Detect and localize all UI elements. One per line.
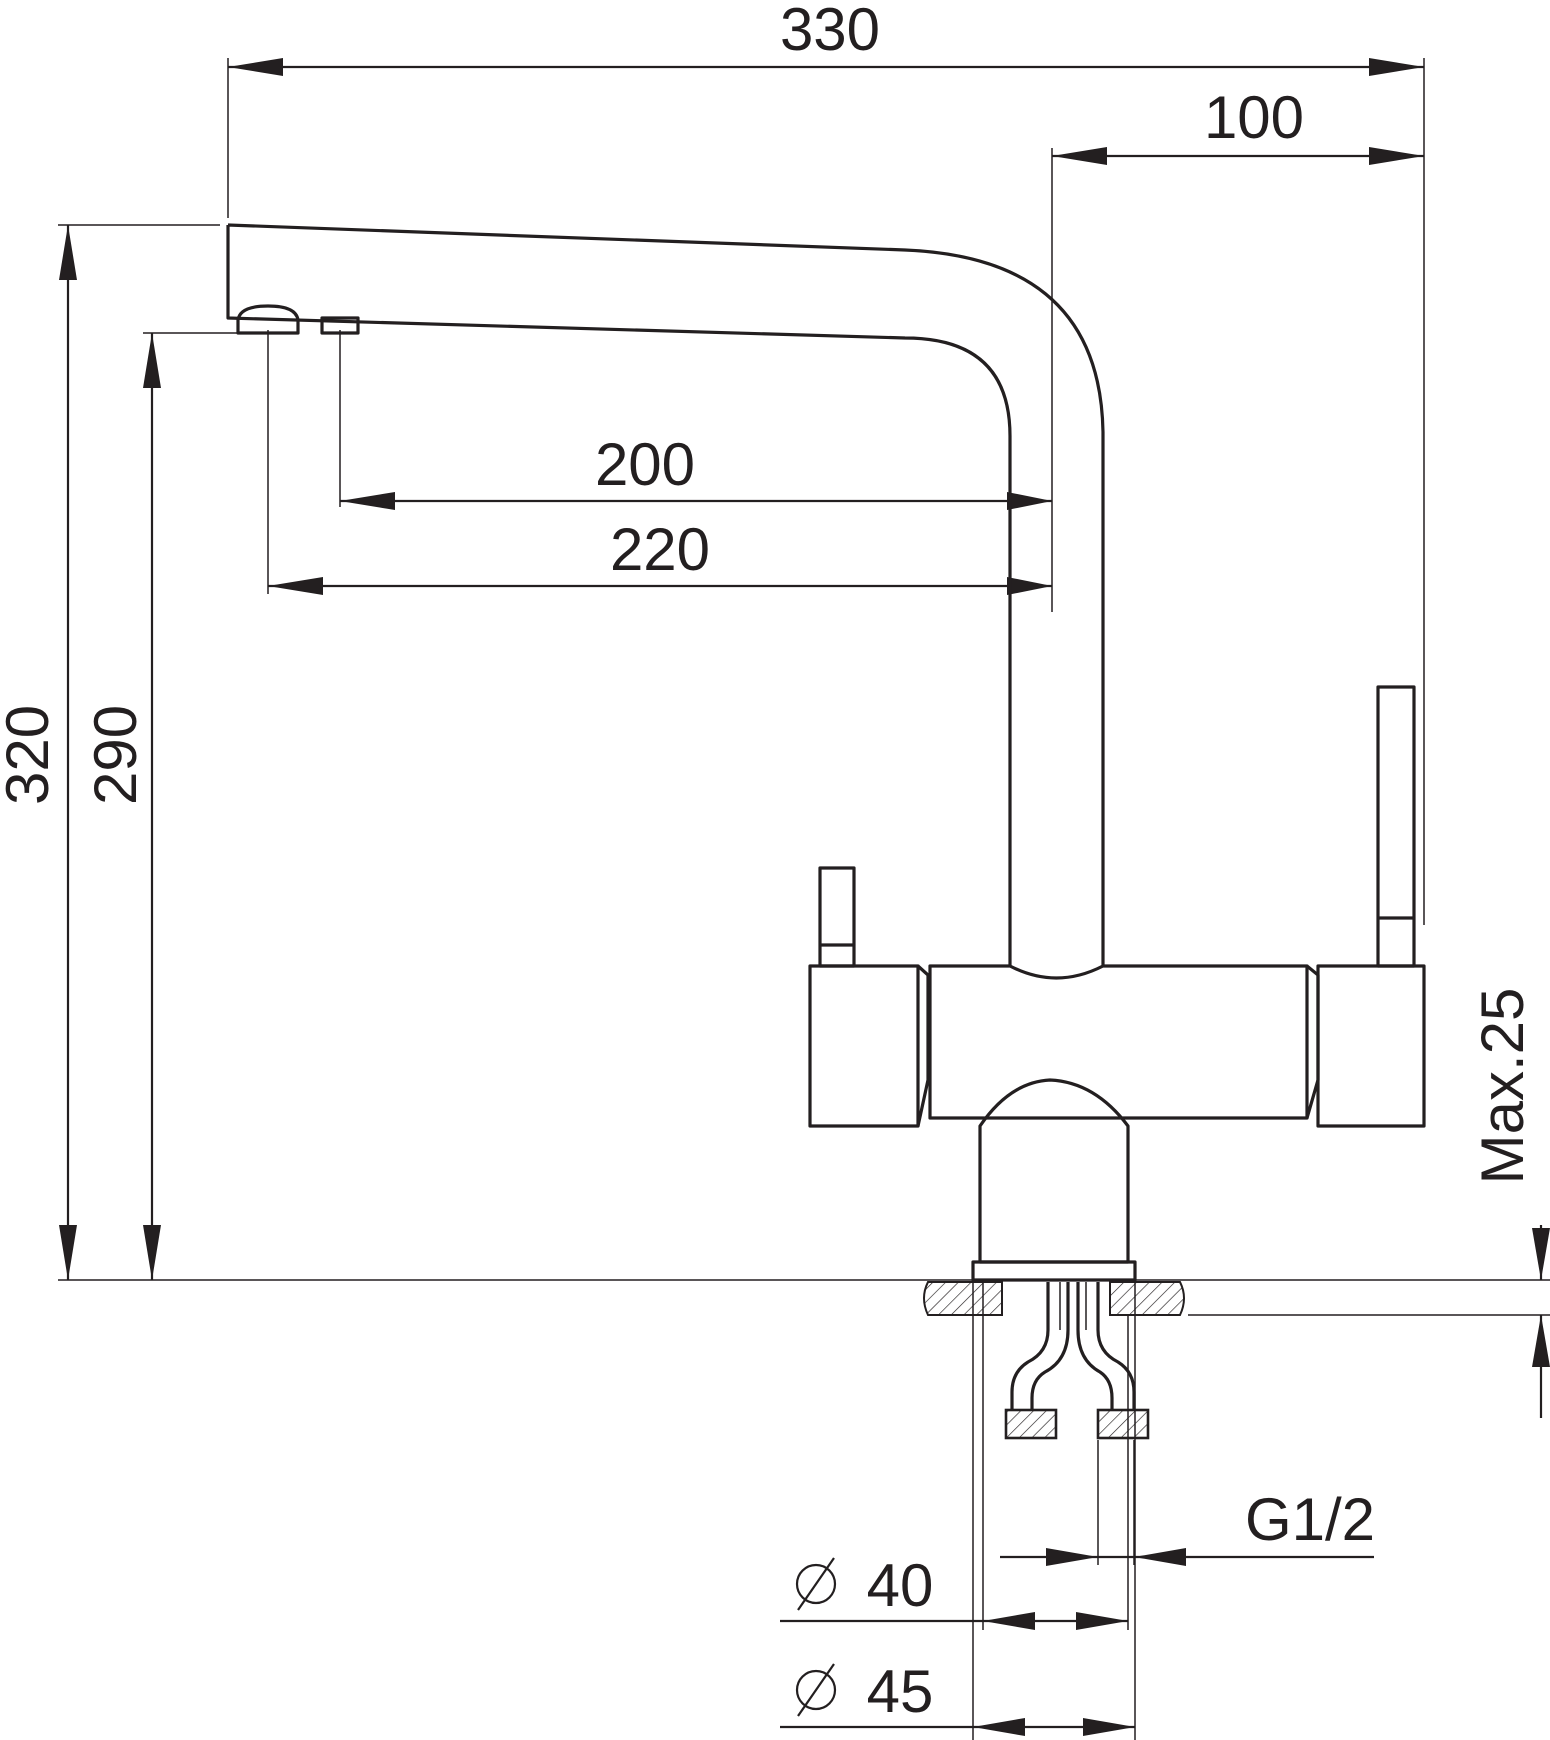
dimension-reach-200: 200 bbox=[339, 330, 1052, 510]
aerator-main bbox=[236, 304, 300, 335]
left-connector bbox=[1004, 1408, 1058, 1440]
dimension-spout-height: 290 bbox=[82, 332, 238, 1280]
dimension-overall-width: 330 bbox=[227, 0, 1425, 925]
valve-body-center bbox=[928, 964, 1309, 1120]
faucet-body bbox=[226, 223, 1426, 1282]
label-40: 40 bbox=[867, 1552, 934, 1619]
worktop-section bbox=[923, 1281, 1550, 1316]
spout bbox=[226, 223, 1105, 965]
label-290: 290 bbox=[82, 705, 149, 805]
dimension-spout-to-handle: 100 bbox=[1051, 84, 1424, 612]
label-330: 330 bbox=[780, 0, 880, 63]
dimension-thread: G1/2 bbox=[1000, 1440, 1375, 1566]
label-100: 100 bbox=[1204, 84, 1304, 151]
left-lever bbox=[818, 866, 856, 968]
label-200: 200 bbox=[595, 431, 695, 498]
dimension-hole-45: 45 bbox=[780, 1282, 1136, 1740]
valve-body bbox=[808, 964, 920, 1128]
label-max25: Max.25 bbox=[1469, 988, 1536, 1185]
connection-hoses bbox=[1004, 1282, 1150, 1440]
pedestal bbox=[978, 1078, 1130, 1264]
label-g12: G1/2 bbox=[1245, 1486, 1375, 1553]
dimension-reach-220: 220 bbox=[267, 330, 1052, 595]
valve-body-right-collar bbox=[1305, 964, 1320, 1119]
label-45: 45 bbox=[867, 1658, 934, 1725]
label-320: 320 bbox=[0, 705, 61, 805]
dimension-hole-40: 40 bbox=[780, 1280, 1129, 1630]
valve-body-right-cap bbox=[1316, 964, 1426, 1128]
valve-body-left-collar bbox=[916, 964, 930, 1127]
base-plate bbox=[971, 1260, 1137, 1282]
right-lever bbox=[1376, 685, 1416, 968]
dimension-total-height: 320 bbox=[0, 224, 220, 1280]
label-220: 220 bbox=[610, 516, 710, 583]
aerator-filtered bbox=[320, 316, 360, 335]
right-connector bbox=[1096, 1408, 1150, 1440]
diameter-symbol-40 bbox=[795, 1557, 837, 1611]
diameter-symbol-45 bbox=[795, 1663, 837, 1717]
dimension-worktop-thickness: Max.25 bbox=[1469, 988, 1550, 1418]
